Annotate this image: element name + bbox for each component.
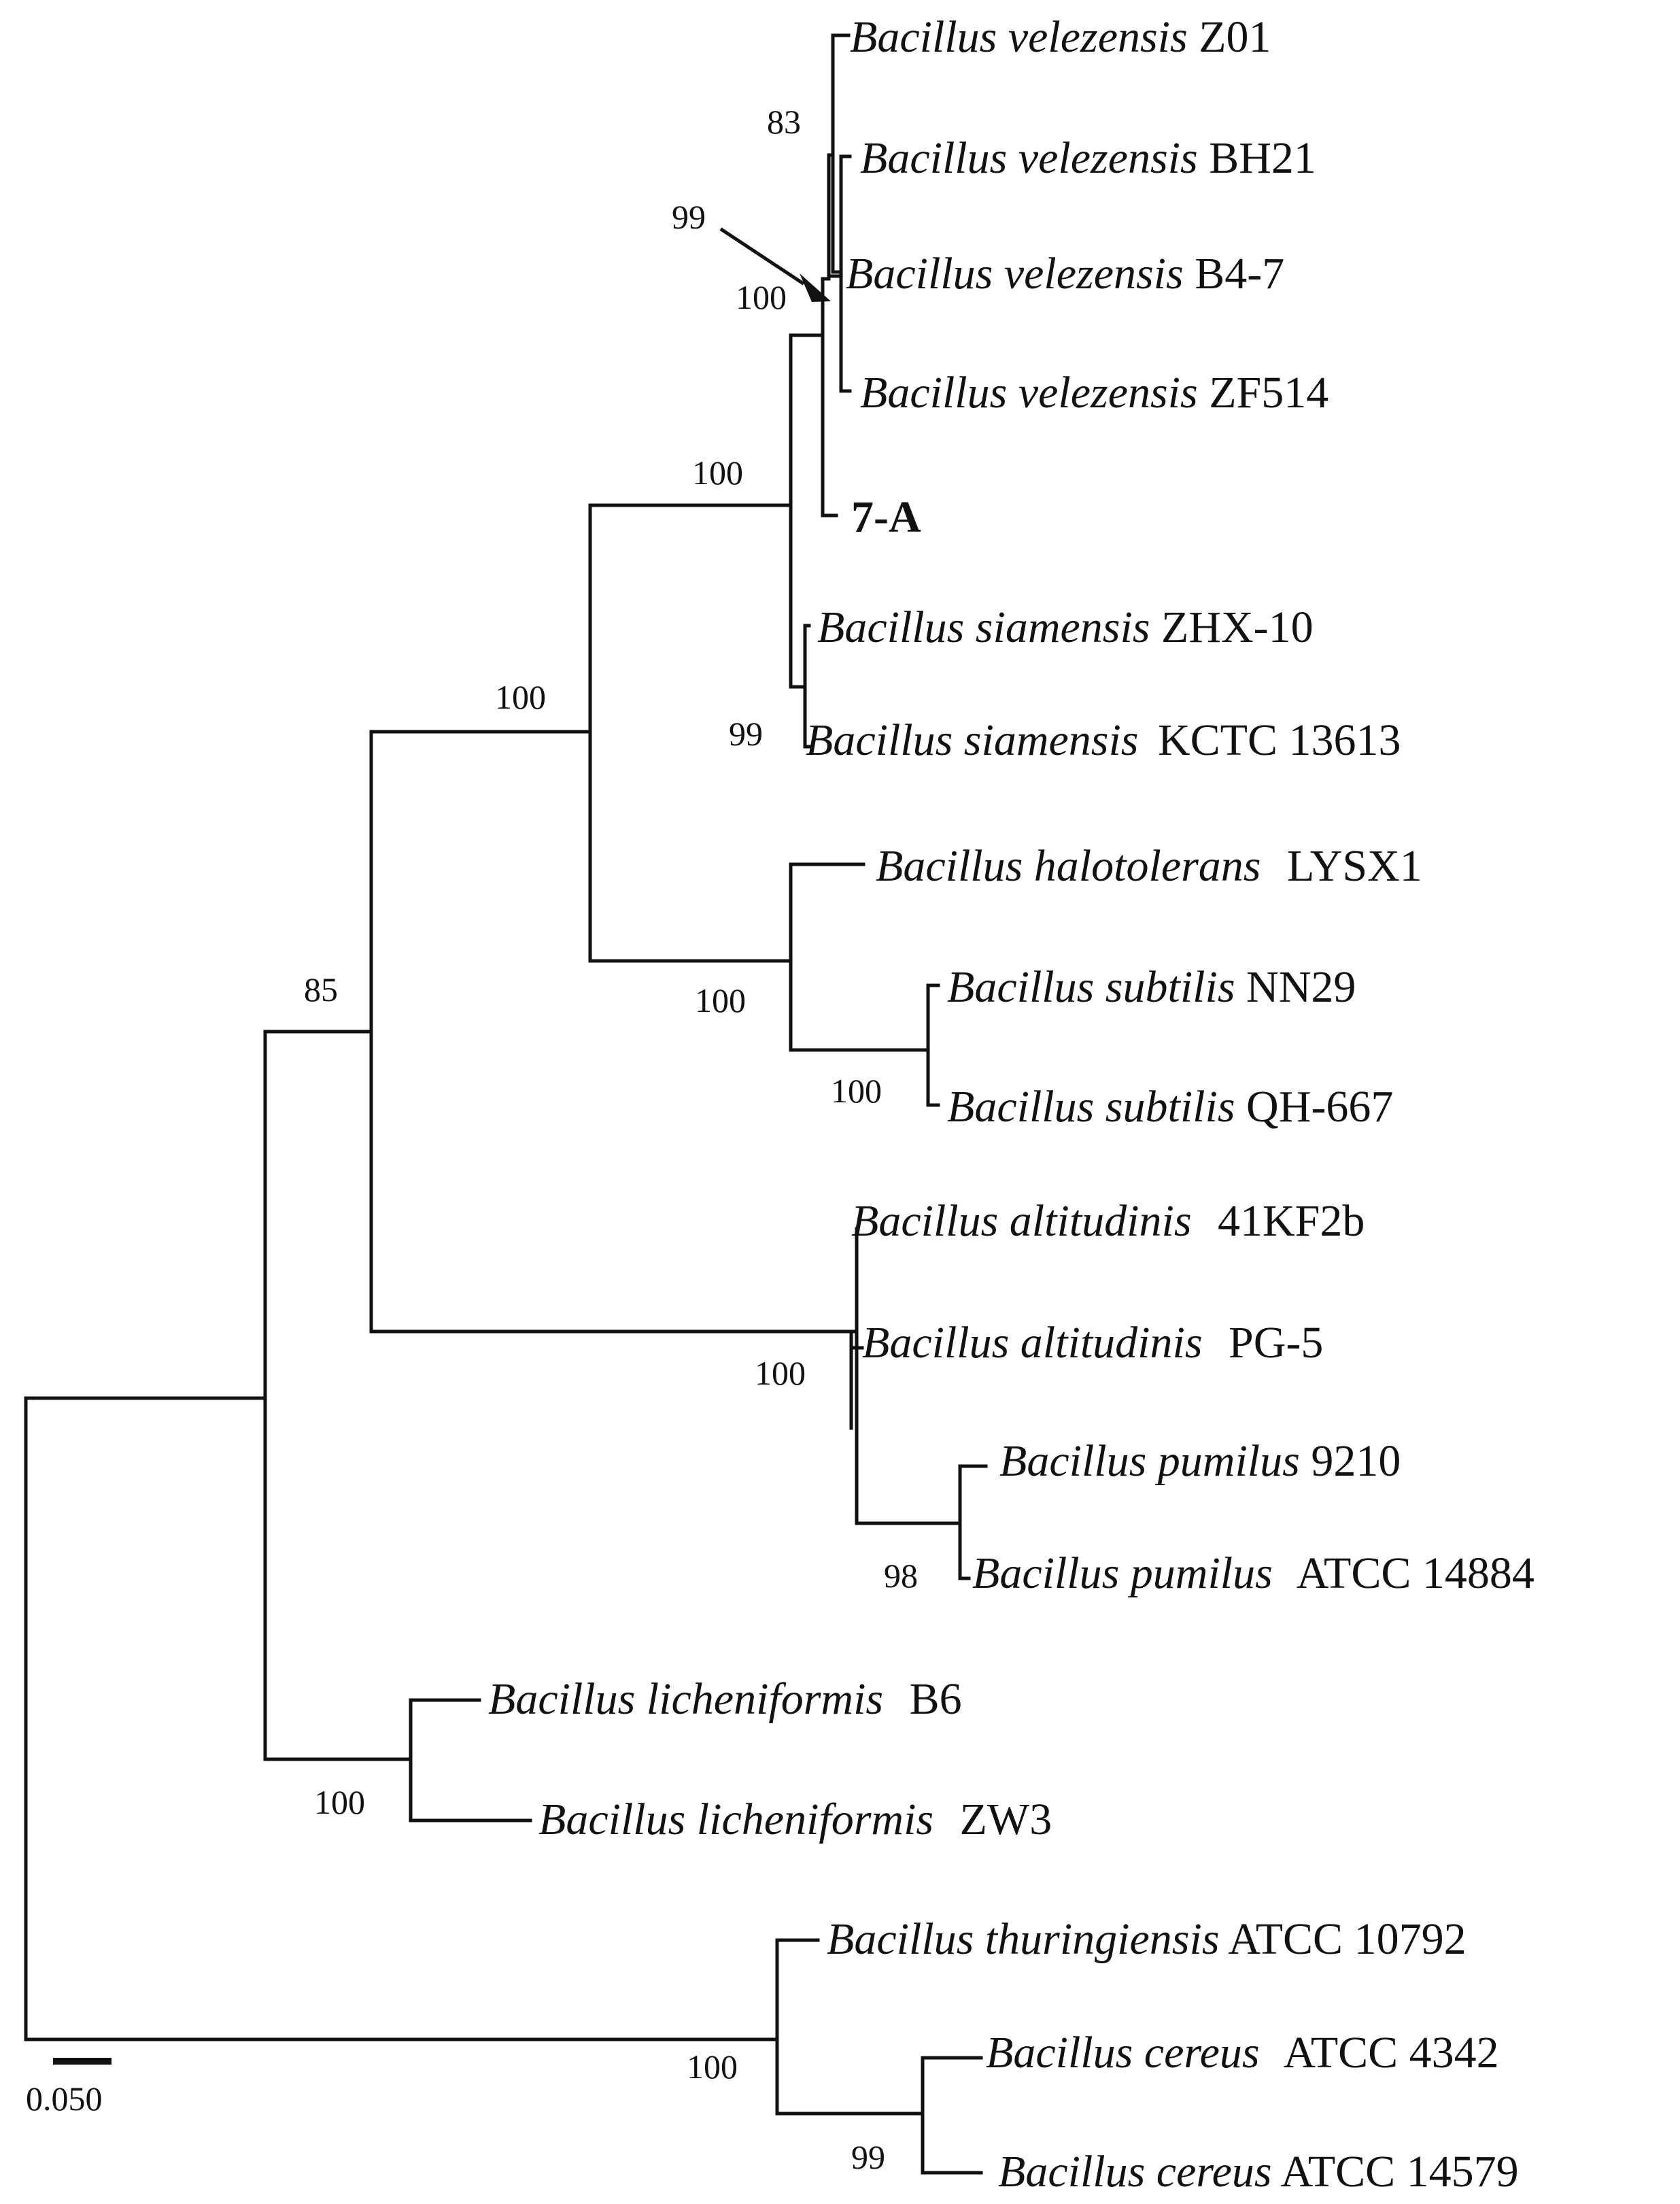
- taxon-label: Bacillus pumilus ATCC 14884: [972, 1548, 1535, 1598]
- taxon-label: Bacillus siamensis KCTC 13613: [806, 715, 1401, 765]
- taxon-label: Bacillus cereus ATCC 14579: [998, 2147, 1519, 2197]
- taxon-label: Bacillus altitudinis 41KF2b: [851, 1196, 1365, 1246]
- bootstrap-value: 83: [767, 103, 801, 141]
- taxon-label-7A: 7-A: [851, 492, 921, 542]
- bootstrap-value: 100: [695, 981, 746, 1019]
- bootstrap-value: 100: [495, 678, 546, 716]
- bootstrap-value: 100: [687, 2048, 738, 2086]
- bootstrap-value: 100: [314, 1783, 365, 1821]
- bootstrap-value: 85: [304, 970, 338, 1008]
- taxon-label: Bacillus cereus ATCC 4342: [986, 2028, 1499, 2078]
- node-pointer-arrow: [719, 227, 831, 302]
- bootstrap-value: 99: [851, 2138, 885, 2176]
- taxon-label: Bacillus subtilis NN29: [947, 962, 1356, 1012]
- taxon-labels: Bacillus velezensis Z01 Bacillus velezen…: [488, 12, 1535, 2197]
- taxon-label: Bacillus velezensis B4-7: [846, 249, 1284, 299]
- taxon-label: Bacillus halotolerans LYSX1: [876, 841, 1422, 891]
- bootstrap-value: 99: [729, 715, 763, 753]
- bootstrap-value: 100: [736, 278, 787, 316]
- arrow-shaft: [719, 227, 805, 286]
- taxon-label: Bacillus velezensis ZF514: [860, 368, 1328, 418]
- taxon-label: Bacillus licheniformis B6: [488, 1674, 962, 1724]
- bootstrap-value: 100: [755, 1354, 806, 1392]
- arrow-head: [800, 273, 831, 302]
- taxon-label: Bacillus thuringiensis ATCC 10792: [827, 1914, 1467, 1964]
- bootstrap-value: 98: [884, 1557, 918, 1595]
- taxon-label: Bacillus velezensis Z01: [850, 12, 1271, 62]
- taxon-label: Bacillus siamensis ZHX-10: [817, 603, 1314, 652]
- tree-branches: [24, 33, 988, 2175]
- bootstrap-value: 99: [672, 198, 706, 236]
- scale-bar: 0.050: [26, 2058, 112, 2118]
- taxon-label: Bacillus licheniformis ZW3: [538, 1795, 1052, 1844]
- taxon-label: Bacillus velezensis BH21: [860, 133, 1316, 183]
- scale-bar-label: 0.050: [26, 2080, 103, 2118]
- taxon-label: Bacillus altitudinis PG-5: [862, 1318, 1323, 1368]
- taxon-label: Bacillus pumilus 9210: [999, 1436, 1401, 1486]
- bootstrap-value: 100: [692, 454, 743, 492]
- bootstrap-value: 100: [831, 1072, 882, 1110]
- taxon-label: Bacillus subtilis QH-667: [947, 1082, 1393, 1132]
- bootstrap-values: 83 99 100 100 99 100 100 100 85 100 98 1…: [304, 103, 918, 2176]
